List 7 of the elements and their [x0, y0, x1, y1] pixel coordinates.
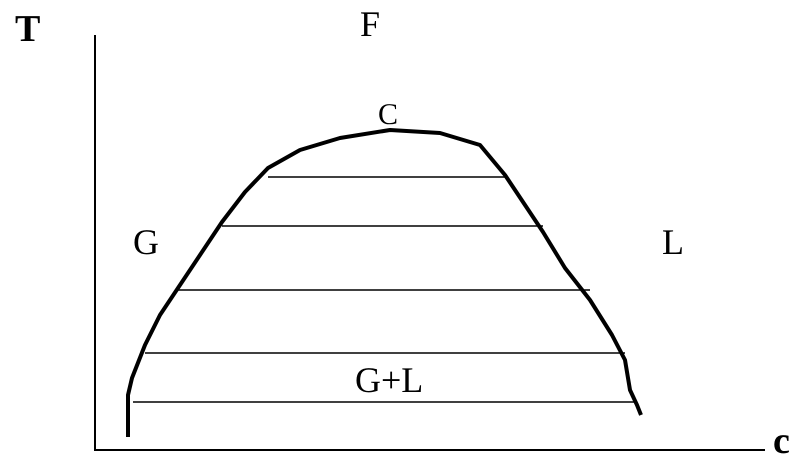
point-label: C	[378, 100, 398, 130]
axis-label: c	[773, 422, 790, 459]
region-label: G	[133, 224, 159, 260]
region-label: F	[360, 6, 380, 42]
axis-label: T	[15, 10, 40, 48]
region-label: L	[662, 224, 684, 260]
region-label: G+L	[355, 362, 424, 398]
